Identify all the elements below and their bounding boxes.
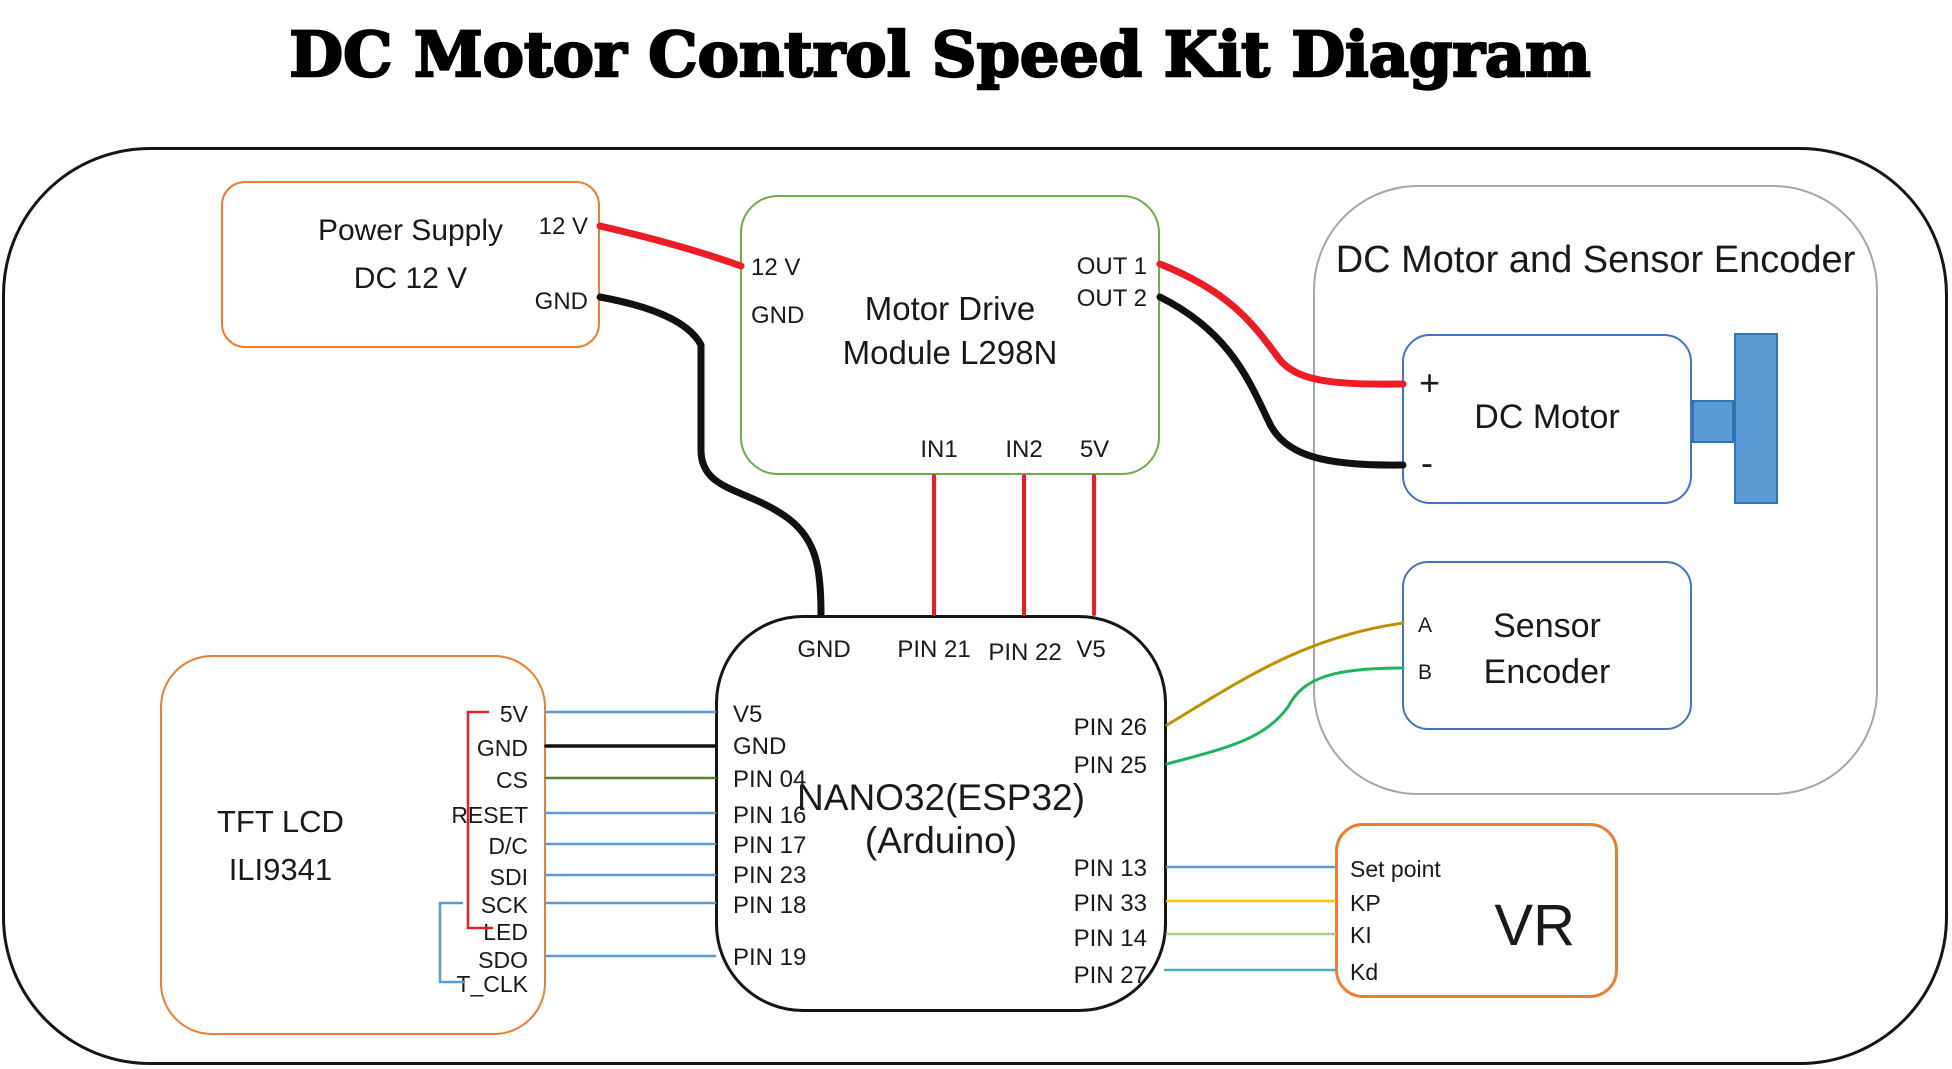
mcu-pin-left-19: PIN 19 (733, 944, 807, 971)
mcu-pin-right-14: PIN 14 (1073, 925, 1147, 952)
mcu-pin-left-v5: V5 (733, 701, 763, 728)
sensor-encoder-label-1: Sensor (1493, 607, 1601, 645)
drv-pin-out1: OUT 1 (1076, 253, 1147, 280)
mcu-pin-right-25: PIN 25 (1073, 752, 1147, 779)
encoder-pin-a: A (1418, 614, 1433, 637)
tft-lcd-label: TFT LCD ILI9341 (216, 804, 344, 887)
motor-shaft-icon (1692, 400, 1734, 443)
sensor-encoder-label-2: Encoder (1483, 653, 1611, 691)
motor-flange-icon (1734, 333, 1778, 504)
drv-pin-in2: IN2 (1005, 436, 1043, 463)
mcu-pin-right-13: PIN 13 (1073, 855, 1147, 882)
tft-pin-led: LED (483, 919, 528, 945)
dc-motor-pin-plus: + (1419, 362, 1441, 403)
mcu-pin-left-gnd: GND (733, 733, 787, 760)
vr-label: VR (1494, 893, 1575, 958)
ps-pin-12v: 12 V (538, 213, 588, 240)
mcu-pin-right-33: PIN 33 (1073, 890, 1147, 917)
tft-pin-tclk: T_CLK (456, 971, 528, 997)
tft-pin-sck: SCK (480, 892, 528, 918)
diagram-title: DC Motor Control Speed Kit Diagram (288, 17, 1592, 92)
sensor-encoder-box: A B Sensor Encoder (1402, 561, 1692, 730)
motor-encoder-group-title: DC Motor and Sensor Encoder (1335, 239, 1856, 281)
drv-pin-out2: OUT 2 (1076, 285, 1147, 312)
tft-pin-sdo: SDO (478, 947, 528, 973)
encoder-pin-b: B (1418, 661, 1433, 684)
mcu-pin-top-22: PIN 22 (988, 639, 1062, 666)
dc-motor-pin-minus: - (1421, 442, 1433, 483)
mcu-pin-left-16: PIN 16 (733, 802, 807, 829)
drv-pin-12v: 12 V (751, 254, 801, 281)
dc-motor-label: DC Motor (1474, 398, 1620, 436)
power-supply-label: Power Supply DC 12 V (317, 214, 504, 295)
tft-pin-dc: D/C (488, 833, 528, 859)
outer-frame (2, 147, 1948, 1065)
mcu-pin-left-23: PIN 23 (733, 862, 807, 889)
vr-box: Set point KP KI Kd VR (1335, 823, 1618, 998)
motor-driver-label: Motor Drive Module L298N (842, 290, 1058, 371)
tft-lcd-box: TFT LCD ILI9341 5V GND CS RESET D/C SDI … (160, 655, 546, 1035)
motor-driver-box: Motor Drive Module L298N 12 V GND OUT 1 … (740, 195, 1160, 475)
ps-pin-gnd: GND (534, 288, 588, 315)
drv-pin-in1: IN1 (920, 436, 958, 463)
vr-pin-kp: KP (1350, 890, 1381, 916)
power-supply-box: Power Supply DC 12 V 12 V GND (221, 181, 600, 348)
mcu-pin-left-18: PIN 18 (733, 892, 807, 919)
mcu-pin-right-27: PIN 27 (1073, 962, 1147, 989)
tft-pin-cs: CS (496, 767, 528, 793)
motor-encoder-group-box: DC Motor and Sensor Encoder (1313, 185, 1878, 795)
tft-pin-reset: RESET (451, 802, 528, 828)
mcu-box: NANO32(ESP32) (Arduino) GND PIN 21 PIN 2… (715, 615, 1167, 1012)
vr-pin-kd: Kd (1350, 959, 1379, 985)
mcu-pin-right-26: PIN 26 (1073, 714, 1147, 741)
dc-motor-box: + - DC Motor (1402, 334, 1692, 504)
tft-pin-gnd: GND (476, 735, 528, 761)
vr-pin-ki: KI (1350, 922, 1372, 948)
vr-pin-setpoint: Set point (1350, 856, 1441, 882)
mcu-pin-top-v5: V5 (1076, 636, 1106, 663)
mcu-label: NANO32(ESP32) (Arduino) (797, 777, 1085, 861)
tft-pin-sdi: SDI (489, 864, 528, 890)
mcu-pin-top-21: PIN 21 (897, 636, 971, 663)
drv-pin-gnd: GND (751, 302, 805, 329)
drv-pin-5v: 5V (1079, 436, 1110, 463)
mcu-pin-top-gnd: GND (797, 636, 851, 663)
mcu-pin-left-04: PIN 04 (733, 766, 807, 793)
mcu-pin-left-17: PIN 17 (733, 832, 807, 859)
tft-pin-5v: 5V (499, 701, 528, 727)
